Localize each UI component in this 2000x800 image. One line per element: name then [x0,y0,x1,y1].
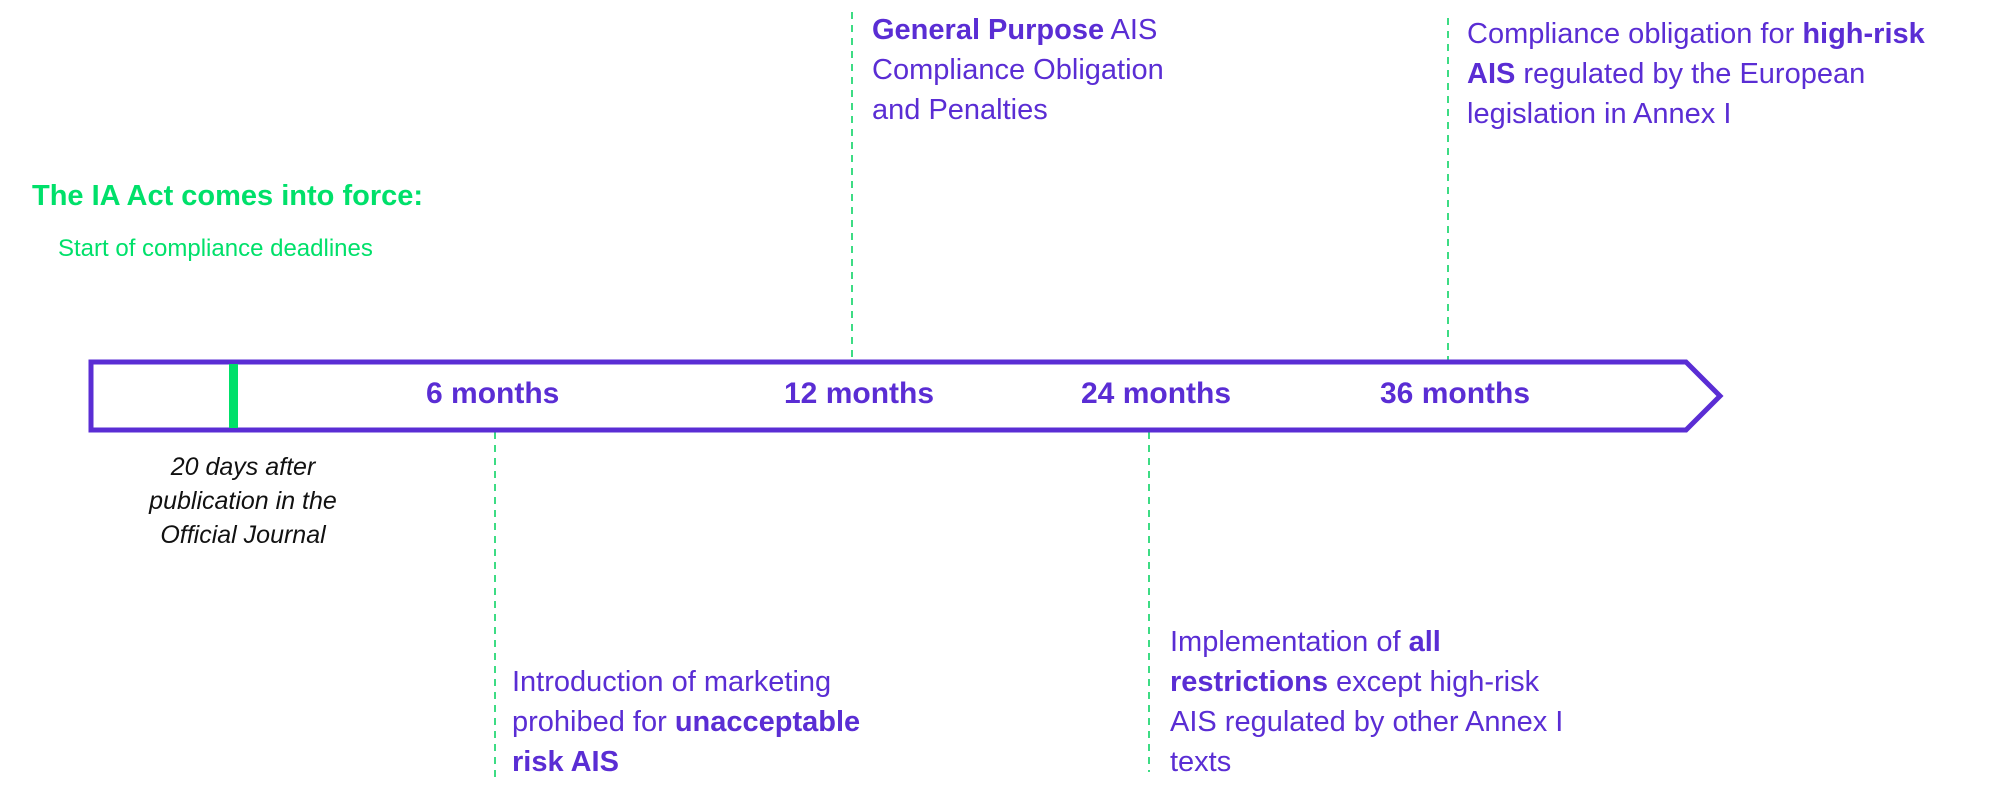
milestone-line: prohibed for unacceptable [512,706,861,738]
publication-note-line: Official Journal [160,521,326,549]
milestone-24-months: Implementation of all restrictions excep… [1170,622,1650,782]
month-label-36: 36 months [1380,377,1531,410]
month-label-24: 24 months [1081,377,1232,410]
milestone-36-months: Compliance obligation for high-risk AIS … [1467,14,1992,134]
month-label-12: 12 months [784,377,935,410]
month-label-6: 6 months [426,377,560,410]
milestone-line: Introduction of marketing [512,666,832,698]
publication-note: 20 days after publication in the Officia… [108,450,378,552]
milestone-6-months: Introduction of marketing prohibed for u… [512,662,952,782]
milestone-line: restrictions except high-risk [1170,666,1540,698]
milestone-12-months: General Purpose AIS Compliance Obligatio… [872,10,1292,130]
milestone-line: and Penalties [872,94,1048,126]
publication-note-line: publication in the [149,487,337,515]
milestone-line: AIS regulated by the European [1467,58,1866,90]
start-title: The IA Act comes into force: [32,180,424,212]
publication-note-line: 20 days after [170,453,316,481]
milestone-line: Compliance Obligation [872,54,1164,86]
milestone-line: AIS regulated by other Annex I [1170,706,1564,738]
milestone-line: legislation in Annex I [1467,98,1732,130]
start-marker [229,364,238,428]
milestone-line: texts [1170,746,1232,778]
timeline-arrow [88,359,1724,433]
milestone-line: risk AIS [512,746,619,778]
milestone-line: Compliance obligation for high-risk [1467,18,1925,50]
start-subtitle: Start of compliance deadlines [58,235,373,262]
milestone-line: Implementation of all [1170,626,1441,658]
milestone-line: General Purpose AIS [872,14,1158,46]
